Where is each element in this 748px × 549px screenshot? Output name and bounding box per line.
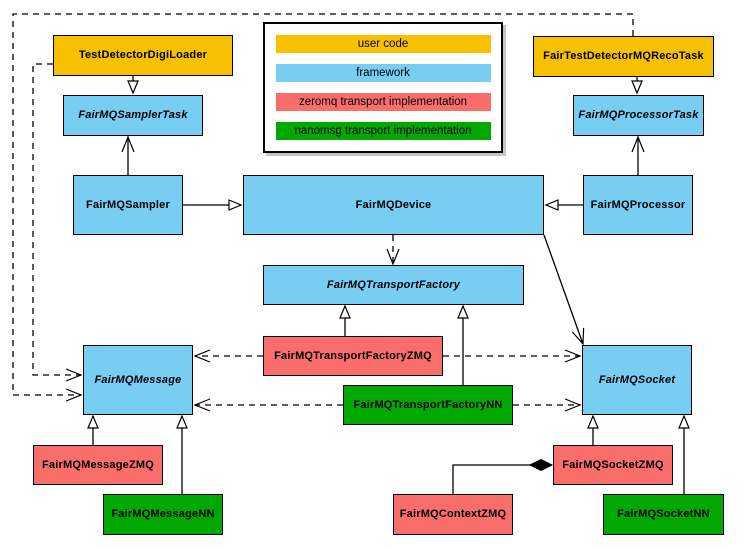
node-label: FairMQMessageZMQ bbox=[41, 458, 154, 471]
node-label: FairMQMessage bbox=[94, 373, 182, 386]
node-fairmqsamplertask: FairMQSamplerTask bbox=[63, 95, 203, 136]
edge-fairtestdetectormqrecotask-depends-fairmqmessage bbox=[12, 13, 634, 402]
node-fairmqsocketzmq: FairMQSocketZMQ bbox=[553, 445, 673, 485]
node-fairmqtransportfactoryzmq: FairMQTransportFactoryZMQ bbox=[263, 336, 443, 376]
node-label: FairMQDevice bbox=[355, 198, 432, 211]
edge-fairmqcontextzmq-composed-in-fairmqsocketzmq bbox=[452, 458, 554, 494]
legend-item-zeromq: zeromq transport implementation bbox=[275, 93, 491, 111]
node-label: FairMQProcessorTask bbox=[578, 109, 699, 122]
node-fairmqprocessortask: FairMQProcessorTask bbox=[573, 95, 704, 136]
legend-item-nanomsg: nanomsg transport implementation bbox=[275, 122, 491, 140]
legend-item-framework: framework bbox=[275, 64, 491, 82]
node-label: FairTestDetectorMQRecoTask bbox=[543, 50, 704, 63]
node-fairmqtransportfactorynn: FairMQTransportFactoryNN bbox=[343, 385, 513, 425]
legend-label: nanomsg transport implementation bbox=[294, 125, 472, 137]
legend-label: framework bbox=[356, 67, 410, 79]
node-label: FairMQTransportFactoryZMQ bbox=[274, 349, 432, 362]
node-fairmqmessage: FairMQMessage bbox=[83, 345, 193, 415]
node-label: TestDetectorDigiLoader bbox=[78, 49, 208, 62]
node-label: FairMQTransportFactoryNN bbox=[353, 398, 503, 411]
node-testdetectordigiloader: TestDetectorDigiLoader bbox=[53, 35, 233, 76]
node-label: FairMQContextZMQ bbox=[399, 508, 507, 521]
edge-fairmqdevice-uses-fairmqsocket bbox=[543, 234, 585, 346]
legend-label: user code bbox=[357, 38, 409, 50]
node-fairmqmessagenn: FairMQMessageNN bbox=[103, 494, 223, 535]
node-fairmqtransportfactory: FairMQTransportFactory bbox=[263, 265, 524, 305]
node-fairmqcontextzmq: FairMQContextZMQ bbox=[393, 494, 513, 535]
edge-testdetectordigiloader-depends-fairmqmessage bbox=[32, 63, 83, 382]
legend-label: zeromq transport implementation bbox=[298, 96, 468, 108]
legend-item-user-code: user code bbox=[275, 35, 491, 53]
node-label: FairMQProcessor bbox=[590, 198, 686, 211]
node-label: FairMQSocketZMQ bbox=[562, 458, 664, 471]
node-fairmqprocessor: FairMQProcessor bbox=[583, 175, 693, 235]
node-fairmqsocket: FairMQSocket bbox=[582, 345, 692, 415]
node-fairmqsocketnn: FairMQSocketNN bbox=[603, 494, 724, 535]
legend: user code framework zeromq transport imp… bbox=[263, 22, 503, 153]
node-label: FairMQMessageNN bbox=[111, 508, 215, 521]
node-label: FairMQSocket bbox=[598, 373, 676, 386]
node-fairmqsampler: FairMQSampler bbox=[73, 175, 183, 235]
node-label: FairMQTransportFactory bbox=[326, 278, 461, 291]
node-label: FairMQSampler bbox=[86, 198, 170, 211]
node-label: FairMQSocketNN bbox=[617, 508, 710, 521]
node-label: FairMQSamplerTask bbox=[78, 109, 188, 122]
node-fairmqmessagezmq: FairMQMessageZMQ bbox=[33, 445, 163, 485]
node-fairtestdetectormqrecotask: FairTestDetectorMQRecoTask bbox=[533, 36, 714, 77]
node-fairmqdevice: FairMQDevice bbox=[243, 175, 544, 235]
